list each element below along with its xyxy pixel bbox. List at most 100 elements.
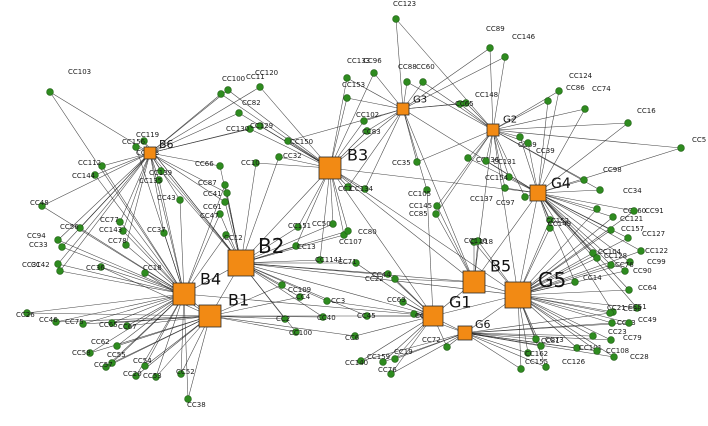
- leaf-node[interactable]: [38, 202, 46, 210]
- leaf-node[interactable]: [593, 205, 601, 213]
- leaf-node[interactable]: [363, 312, 371, 320]
- leaf-node[interactable]: [292, 328, 300, 336]
- leaf-node[interactable]: [464, 154, 472, 162]
- leaf-node[interactable]: [621, 267, 629, 275]
- leaf-node[interactable]: [140, 137, 148, 145]
- leaf-node[interactable]: [224, 86, 232, 94]
- leaf-node[interactable]: [392, 15, 400, 23]
- leaf-node[interactable]: [593, 254, 601, 262]
- leaf-node[interactable]: [363, 127, 371, 135]
- hub-node[interactable]: [198, 304, 222, 328]
- leaf-node[interactable]: [443, 343, 451, 351]
- leaf-node[interactable]: [91, 171, 99, 179]
- hub-node[interactable]: [457, 325, 473, 341]
- leaf-node[interactable]: [581, 105, 589, 113]
- leaf-node[interactable]: [141, 269, 149, 277]
- leaf-node[interactable]: [521, 193, 529, 201]
- leaf-node[interactable]: [79, 320, 87, 328]
- leaf-node[interactable]: [532, 335, 540, 343]
- leaf-node[interactable]: [256, 83, 264, 91]
- leaf-node[interactable]: [52, 318, 60, 326]
- hub-node[interactable]: [529, 184, 547, 202]
- leaf-node[interactable]: [177, 370, 185, 378]
- leaf-node[interactable]: [284, 137, 292, 145]
- leaf-node[interactable]: [221, 181, 229, 189]
- leaf-node[interactable]: [384, 270, 392, 278]
- leaf-node[interactable]: [410, 310, 418, 318]
- leaf-node[interactable]: [542, 363, 550, 371]
- leaf-node[interactable]: [391, 275, 399, 283]
- hub-node[interactable]: [143, 146, 157, 160]
- leaf-node[interactable]: [486, 44, 494, 52]
- leaf-node[interactable]: [403, 78, 411, 86]
- leaf-node[interactable]: [610, 353, 618, 361]
- leaf-node[interactable]: [573, 344, 581, 352]
- leaf-node[interactable]: [246, 125, 254, 133]
- leaf-node[interactable]: [344, 227, 352, 235]
- leaf-node[interactable]: [217, 90, 225, 98]
- leaf-node[interactable]: [344, 183, 352, 191]
- leaf-node[interactable]: [343, 74, 351, 82]
- leaf-node[interactable]: [357, 357, 365, 365]
- leaf-node[interactable]: [423, 186, 431, 194]
- hub-node[interactable]: [318, 156, 342, 180]
- leaf-node[interactable]: [108, 359, 116, 367]
- leaf-node[interactable]: [54, 260, 62, 268]
- leaf-node[interactable]: [596, 186, 604, 194]
- leaf-node[interactable]: [132, 372, 140, 380]
- leaf-node[interactable]: [132, 143, 140, 151]
- leaf-node[interactable]: [524, 139, 532, 147]
- leaf-node[interactable]: [482, 157, 490, 165]
- leaf-node[interactable]: [524, 349, 532, 357]
- leaf-node[interactable]: [351, 332, 359, 340]
- leaf-node[interactable]: [343, 94, 351, 102]
- leaf-node[interactable]: [555, 87, 563, 95]
- hub-node[interactable]: [504, 281, 532, 309]
- leaf-node[interactable]: [58, 243, 66, 251]
- leaf-node[interactable]: [123, 322, 131, 330]
- leaf-node[interactable]: [360, 117, 368, 125]
- leaf-node[interactable]: [278, 281, 286, 289]
- leaf-node[interactable]: [221, 198, 229, 206]
- leaf-node[interactable]: [387, 370, 395, 378]
- leaf-node[interactable]: [216, 162, 224, 170]
- leaf-node[interactable]: [474, 237, 482, 245]
- leaf-node[interactable]: [361, 185, 369, 193]
- leaf-node[interactable]: [116, 218, 124, 226]
- leaf-node[interactable]: [256, 122, 264, 130]
- leaf-node[interactable]: [56, 267, 64, 275]
- leaf-node[interactable]: [275, 153, 283, 161]
- leaf-node[interactable]: [580, 176, 588, 184]
- leaf-node[interactable]: [413, 158, 421, 166]
- hub-node[interactable]: [422, 305, 444, 327]
- leaf-node[interactable]: [76, 224, 84, 232]
- leaf-node[interactable]: [399, 298, 407, 306]
- leaf-node[interactable]: [323, 297, 331, 305]
- leaf-node[interactable]: [544, 97, 552, 105]
- leaf-node[interactable]: [216, 210, 224, 218]
- leaf-node[interactable]: [456, 100, 464, 108]
- leaf-node[interactable]: [379, 358, 387, 366]
- leaf-node[interactable]: [637, 247, 645, 255]
- leaf-node[interactable]: [589, 249, 597, 257]
- leaf-node[interactable]: [607, 226, 615, 234]
- leaf-node[interactable]: [155, 176, 163, 184]
- leaf-node[interactable]: [624, 119, 632, 127]
- leaf-node[interactable]: [626, 258, 634, 266]
- leaf-node[interactable]: [296, 293, 304, 301]
- leaf-node[interactable]: [141, 362, 149, 370]
- leaf-node[interactable]: [119, 227, 127, 235]
- hub-node[interactable]: [172, 282, 196, 306]
- leaf-node[interactable]: [546, 224, 554, 232]
- leaf-node[interactable]: [223, 189, 231, 197]
- leaf-node[interactable]: [86, 349, 94, 357]
- leaf-node[interactable]: [624, 234, 632, 242]
- leaf-node[interactable]: [352, 259, 360, 267]
- leaf-node[interactable]: [419, 78, 427, 86]
- leaf-node[interactable]: [517, 365, 525, 373]
- leaf-node[interactable]: [157, 167, 165, 175]
- leaf-node[interactable]: [292, 242, 300, 250]
- leaf-node[interactable]: [516, 133, 524, 141]
- leaf-node[interactable]: [606, 309, 614, 317]
- hub-node[interactable]: [486, 123, 500, 137]
